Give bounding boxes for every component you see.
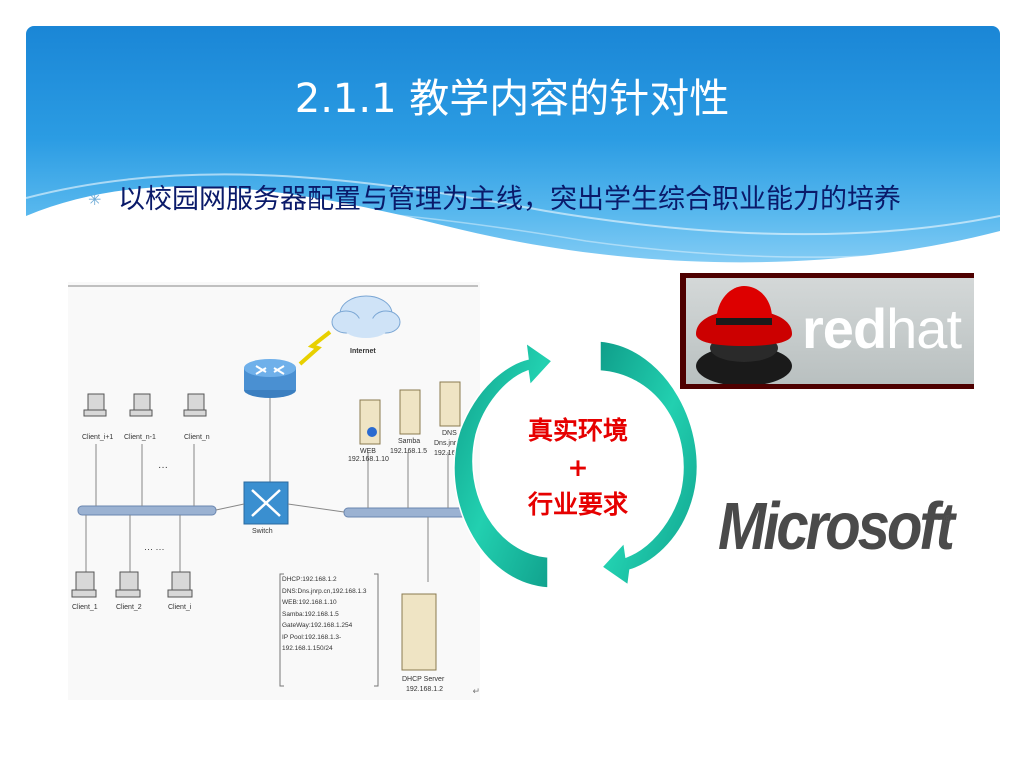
dhcp-server-ip: 192.168.1.2	[406, 686, 443, 693]
client-label: Client_i+1	[82, 434, 114, 441]
client-label: Client_i	[168, 604, 192, 611]
redhat-logo: redhat	[680, 273, 974, 389]
server-sub: Dns.jnrp.cn	[434, 440, 470, 447]
cycle-line-real-environment: 真实环境	[527, 416, 628, 445]
switch-icon	[243, 481, 289, 525]
microsoft-registered-mark: ®	[944, 514, 952, 525]
redhat-wordmark-red: red	[802, 297, 887, 360]
switch-label: Switch	[252, 528, 273, 535]
slide-header-background	[26, 26, 1000, 276]
redhat-wordmark-hat: hat	[886, 297, 962, 360]
server-tower-icons	[359, 381, 461, 671]
cycle-arrow-right	[599, 340, 699, 587]
config-line: DNS:Dns.jnrp.cn,192.168.1.3	[282, 587, 367, 595]
client-label: Client_2	[116, 604, 142, 611]
config-line: Samba:192.168.1.5	[282, 610, 339, 618]
lightning-link-icon	[298, 330, 332, 366]
config-line: 192.168.1.150/24	[282, 645, 333, 652]
svg-text:↵: ↵	[472, 687, 480, 697]
cycle-arrow-left	[453, 341, 554, 589]
server-label: DNS	[442, 430, 457, 437]
server-ip: 192.168.1.5	[390, 448, 427, 455]
client-label: Client_n	[184, 434, 210, 441]
router-icon	[244, 359, 296, 398]
server-ip: 192.168.1.3	[434, 450, 471, 457]
redhat-shadowman-icon	[696, 286, 792, 384]
cycle-arrows-graphic	[453, 340, 699, 589]
config-line: WEB:192.168.1.10	[282, 599, 337, 606]
config-line: DHCP:192.168.1.2	[282, 576, 337, 583]
internet-label: Internet	[350, 348, 376, 355]
config-line: GateWay:192.168.1.254	[282, 622, 353, 629]
header-wave-decoration	[26, 173, 1000, 276]
config-line: IP Pool:192.168.1.3-	[282, 633, 342, 641]
client-label: Client_1	[72, 604, 98, 611]
server-label: WEB	[360, 448, 376, 455]
bullet-star-icon: ✳	[88, 190, 102, 209]
dhcp-server-label: DHCP Server	[402, 676, 445, 683]
client-label: Client_n-1	[124, 434, 156, 441]
internet-cloud-icon	[331, 295, 401, 338]
cycle-caption: 真实环境 + 行业要求	[478, 412, 678, 523]
ellipsis-bottom: ··· ···	[144, 544, 165, 554]
config-list: DHCP:192.168.1.2 DNS:Dns.jnrp.cn,192.168…	[282, 574, 378, 655]
client-pc-icons	[71, 393, 207, 598]
server-label: Samba	[398, 438, 421, 445]
cycle-line-plus: +	[567, 453, 589, 482]
server-ip: 192.168.1.10	[348, 456, 389, 463]
ellipsis-top: ···	[158, 462, 168, 473]
network-topology-drawing: ↵	[68, 285, 480, 697]
microsoft-logo: Microsoft	[718, 489, 955, 564]
web-globe-icon	[367, 427, 377, 437]
network-diagram: ↵ Internet Switch Client_i+1 Client_n-1 …	[68, 282, 480, 700]
slide-title: 2.1.1 教学内容的针对性	[294, 76, 730, 122]
bullet-text: 以校园网服务器配置与管理为主线，突出学生综合职业能力的培养	[118, 184, 901, 215]
cycle-line-industry-requirements: 行业要求	[527, 490, 628, 519]
